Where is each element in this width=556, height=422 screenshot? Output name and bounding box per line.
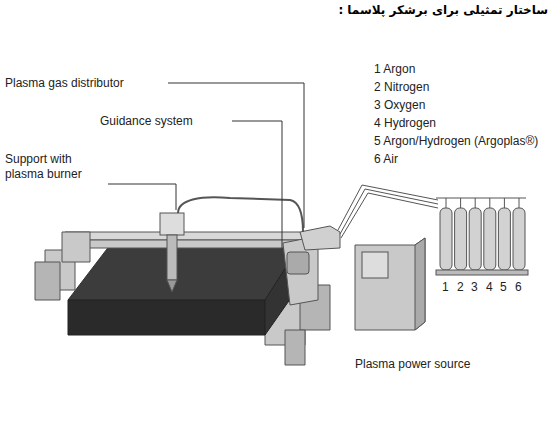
part-label: Plasma power source (355, 357, 470, 372)
gas-pipe (460, 198, 461, 208)
part-label: Guidance system (100, 114, 193, 129)
gas-cylinder (484, 208, 496, 270)
gas-pipe (504, 198, 505, 208)
gas-cylinder (498, 208, 510, 270)
gas-cylinder (513, 208, 525, 270)
gas-pipe (519, 198, 520, 208)
gas-pipe (475, 198, 476, 208)
gas-cylinder (469, 208, 481, 270)
title: ساختار تمثیلی برای برشکر پلاسما : (338, 3, 548, 18)
callout-number: 1 (442, 280, 449, 295)
gas-list-item: 1 Argon (374, 62, 415, 77)
gas-pipe (446, 198, 447, 208)
callout-number: 5 (500, 280, 507, 295)
part-label: Plasma gas distributor (5, 76, 124, 91)
callout-number: 2 (457, 280, 464, 295)
gas-list-item: 5 Argon/Hydrogen (Argoplas®) (374, 134, 538, 149)
gas-list-item: 6 Air (374, 152, 398, 167)
callout-number: 4 (486, 280, 493, 295)
gas-pipe (489, 198, 490, 208)
part-label: Support with plasma burner (5, 152, 113, 182)
gas-list-item: 2 Nitrogen (374, 80, 429, 95)
gas-list-item: 4 Hydrogen (374, 116, 436, 131)
callout-number: 6 (515, 280, 522, 295)
gas-list-item: 3 Oxygen (374, 98, 425, 113)
callout-number: 3 (471, 280, 478, 295)
gas-cylinder (455, 208, 467, 270)
gas-cylinder (440, 208, 452, 270)
